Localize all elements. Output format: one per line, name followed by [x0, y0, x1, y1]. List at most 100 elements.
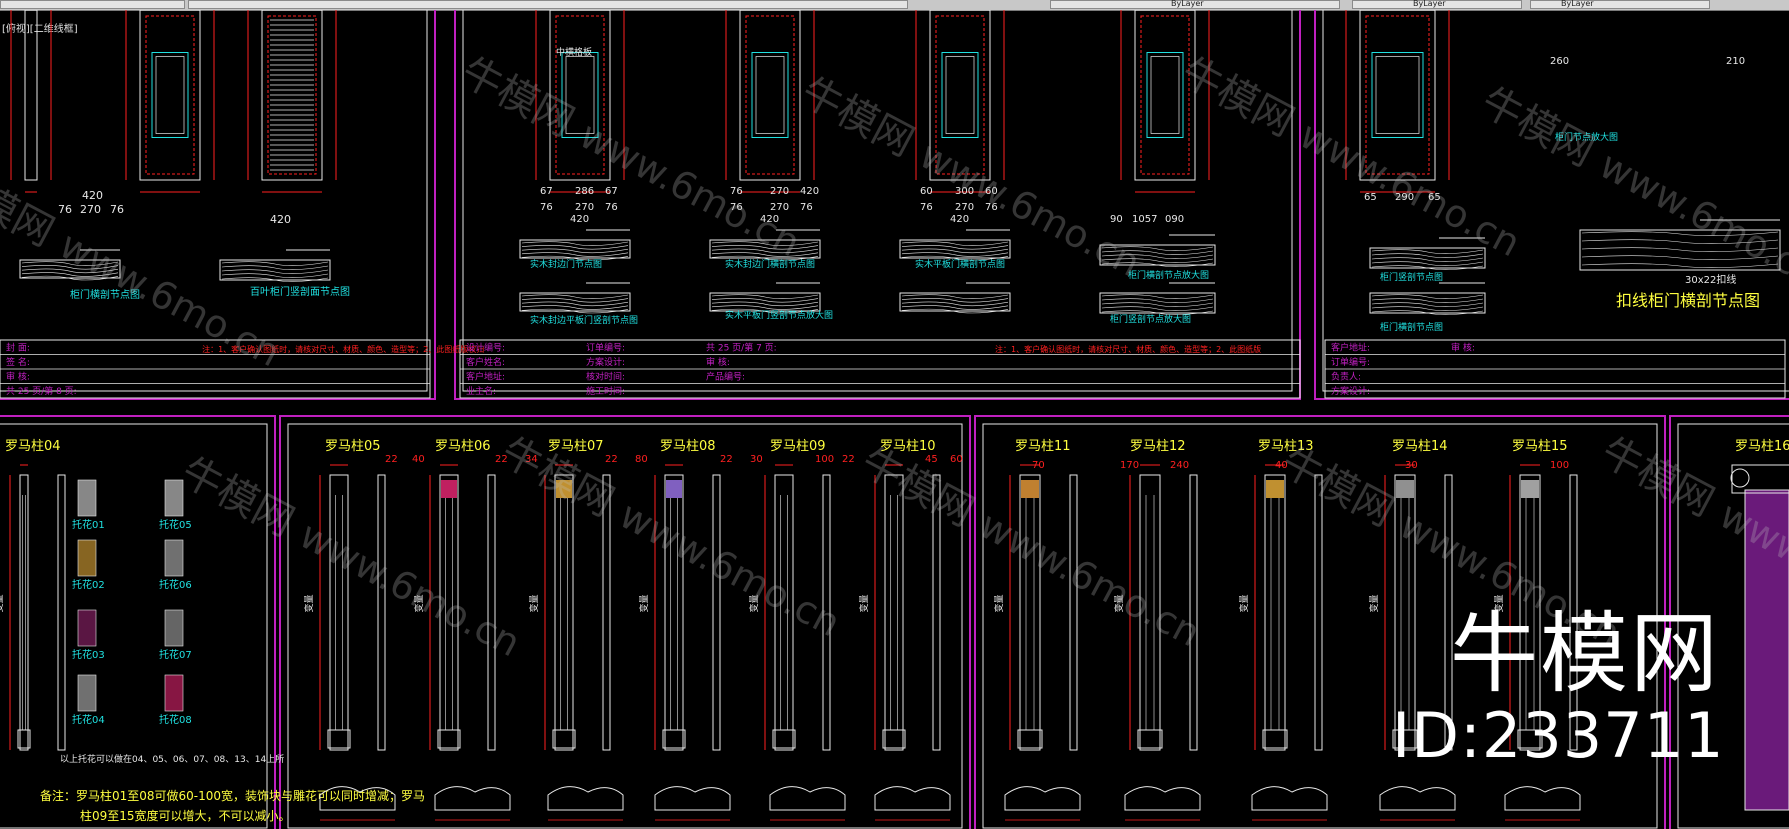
dim-text: 090	[1165, 214, 1184, 225]
column-side-profile	[602, 474, 611, 751]
layer-dropdown-mid-value: ByLayer	[1413, 0, 1446, 8]
column-capital-decor	[1266, 480, 1284, 498]
column-side-profile	[57, 474, 66, 751]
column-var-label: 变量	[1493, 594, 1505, 612]
column-var-label: 变量	[528, 594, 540, 612]
section-title-large: 扣线柜门横剖节点图	[1616, 291, 1760, 310]
layer-dropdown-left[interactable]: ByLayer	[1050, 0, 1340, 9]
bracket-label: 托花02	[72, 578, 105, 591]
wood-grain	[711, 245, 819, 250]
section-title: 柜门竖剖节点图	[1380, 271, 1443, 283]
section-title: 柜门横剖节点放大图	[1128, 269, 1209, 281]
bracket-label: 托花01	[72, 518, 105, 531]
section-title: 柜门横剖节点图	[1380, 321, 1443, 333]
dim-text: 420	[950, 214, 969, 225]
section-outline	[1579, 229, 1781, 271]
column-side-profile	[1569, 474, 1578, 751]
wood-grain	[901, 252, 1009, 257]
moulding-profile	[654, 786, 731, 811]
wood-grain	[1101, 310, 1214, 315]
title-block-cell: 签 名:	[6, 356, 30, 368]
dim-text: 76	[540, 202, 553, 213]
viewport-label[interactable]: [俯视][二维线框]	[2, 24, 78, 35]
drawing-frame-outer	[279, 415, 971, 829]
section-title: 实木封边门节点图	[530, 258, 602, 270]
section-outline	[19, 259, 121, 279]
dim-text: 30	[1405, 460, 1418, 471]
wood-grain	[1371, 257, 1484, 262]
wood-grain	[21, 272, 119, 277]
door-inner-panel	[1371, 52, 1424, 138]
dim-text: 76	[800, 202, 813, 213]
column-title: 罗马柱06	[435, 439, 491, 454]
door-panel-dashed	[267, 15, 317, 175]
title-block-cell: 负责人:	[1331, 370, 1361, 382]
dim-text: 210	[1726, 56, 1745, 67]
purple-column-shaft	[1744, 489, 1789, 811]
title-block-cell: 审 核:	[1451, 341, 1475, 353]
dim-text: 22	[385, 454, 398, 465]
column-title: 罗马柱05	[325, 439, 381, 454]
column-var-label: 变量	[303, 594, 315, 612]
wood-grain	[711, 308, 819, 314]
drawing-frame-inner	[0, 10, 428, 392]
wood-grain	[901, 245, 1009, 250]
bracket-shape	[77, 674, 97, 712]
drawing-frame-inner	[287, 423, 963, 829]
dim-text: 286	[575, 186, 594, 197]
wood-grain	[1101, 306, 1214, 311]
toolbar-segment-icons[interactable]	[188, 0, 908, 9]
dim-text: 290	[1395, 192, 1414, 203]
dim-text: 170	[1120, 460, 1139, 471]
door-outline	[1359, 10, 1436, 181]
door-inner-panel-2	[945, 56, 975, 134]
dim-text: 40	[1275, 460, 1288, 471]
wood-grain	[901, 308, 1009, 314]
layer-dropdown-right[interactable]: ByLayer	[1530, 0, 1710, 9]
bracket-shape	[77, 479, 97, 517]
column-capital-decor	[1521, 480, 1539, 498]
column-title: 罗马柱08	[660, 439, 716, 454]
column-title: 罗马柱15	[1512, 439, 1568, 454]
section-outline	[899, 239, 1011, 259]
dim-text: 240	[1170, 460, 1189, 471]
wood-grain	[21, 261, 119, 266]
moulding-profile	[1379, 786, 1456, 811]
layer-dropdown-mid[interactable]: ByLayer	[1352, 0, 1522, 9]
drawing-frame-outer	[0, 10, 436, 400]
wood-grain	[21, 265, 119, 270]
column-base	[17, 729, 31, 749]
wood-grain	[901, 298, 1009, 303]
wood-grain	[1101, 258, 1214, 263]
column-base	[1137, 729, 1163, 749]
column-base	[772, 729, 796, 749]
roman-column	[1139, 474, 1161, 751]
drawing-frame-inner	[462, 10, 1293, 392]
wood-grain	[711, 294, 819, 299]
dim-text: 22	[605, 454, 618, 465]
title-block-cell: 施工时间:	[586, 385, 625, 397]
top-toolbar: ByLayer ByLayer ByLayer	[0, 0, 1789, 11]
drawing-frame-inner	[982, 423, 1658, 829]
wood-grain	[711, 248, 819, 254]
title-block-cell: 客户地址:	[1331, 341, 1370, 353]
dim-text: 65	[1428, 192, 1441, 203]
door-inner-panel	[1146, 52, 1184, 138]
column-var-label: 变量	[1368, 594, 1380, 612]
toolbar-segment-left[interactable]	[0, 0, 185, 9]
column-var-label: 变量	[858, 594, 870, 612]
moulding-profile	[1004, 786, 1081, 811]
wood-grain	[901, 241, 1009, 246]
title-block-cell: 订单编号:	[1331, 356, 1370, 368]
door-panel-dashed	[935, 15, 985, 175]
title-block-cell: 客户姓名:	[466, 356, 505, 368]
wood-grain	[1581, 247, 1779, 252]
column-side-profile	[822, 474, 831, 751]
dim-text: 70	[1032, 460, 1045, 471]
dim-text: 270	[955, 202, 974, 213]
door-inner-panel-2	[155, 56, 185, 134]
wood-grain	[711, 241, 819, 246]
door-center-label: 中横格板	[556, 46, 592, 58]
door-panel-dashed	[555, 15, 605, 175]
